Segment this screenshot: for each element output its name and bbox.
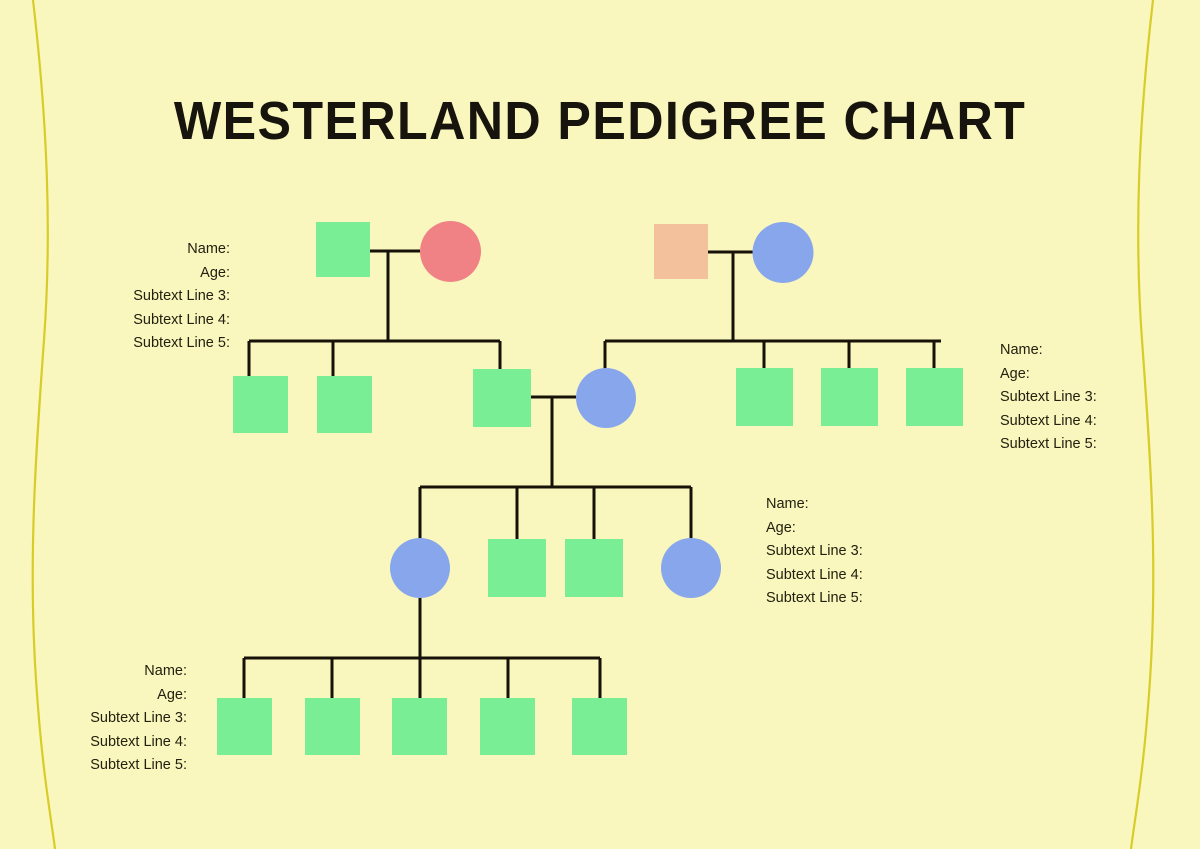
node-g2-c-square[interactable]: [473, 369, 531, 427]
label-block-middle: Name: Age: Subtext Line 3: Subtext Line …: [766, 493, 966, 611]
page-title: WESTERLAND PEDIGREE CHART: [173, 91, 1027, 151]
node-g1-b-circle[interactable]: [420, 221, 481, 282]
label-block-bottom-left: Name: Age: Subtext Line 3: Subtext Line …: [0, 660, 187, 778]
label-block-top-left: Name: Age: Subtext Line 3: Subtext Line …: [30, 238, 230, 356]
label-subtext-5: Subtext Line 5:: [1000, 436, 1097, 452]
label-name: Name:: [1000, 342, 1043, 358]
node-g1-d-circle[interactable]: [752, 222, 814, 283]
label-age: Age:: [157, 686, 187, 703]
label-subtext-4: Subtext Line 4:: [133, 311, 230, 328]
label-subtext-4: Subtext Line 4:: [766, 566, 863, 583]
node-g4-b-square[interactable]: [305, 698, 360, 755]
label-block-right: Name: Age: Subtext Line 3: Subtext Line …: [1000, 339, 1200, 457]
label-name: Name:: [766, 496, 809, 512]
node-g3-c-square[interactable]: [565, 539, 623, 597]
label-subtext-4: Subtext Line 4:: [90, 733, 187, 750]
node-g1-a-square[interactable]: [316, 222, 370, 277]
label-name: Name:: [187, 241, 230, 257]
connector-lines: [242, 249, 941, 698]
label-subtext-5: Subtext Line 5:: [766, 590, 863, 606]
label-age: Age:: [200, 264, 230, 281]
label-subtext-3: Subtext Line 3:: [1000, 389, 1097, 405]
label-name: Name:: [144, 663, 187, 679]
label-subtext-3: Subtext Line 3:: [766, 543, 863, 559]
node-g2-f-square[interactable]: [821, 368, 878, 426]
node-g3-a-circle[interactable]: [390, 538, 450, 598]
node-g4-a-square[interactable]: [217, 698, 272, 755]
node-g4-c-square[interactable]: [392, 698, 447, 755]
node-g1-c-square[interactable]: [654, 224, 708, 279]
node-g2-b-square[interactable]: [317, 376, 372, 433]
label-subtext-3: Subtext Line 3:: [90, 710, 187, 726]
label-subtext-3: Subtext Line 3:: [133, 288, 230, 304]
node-g2-g-square[interactable]: [906, 368, 963, 426]
node-g3-d-circle[interactable]: [661, 538, 721, 598]
label-age: Age:: [1000, 365, 1030, 382]
node-g2-d-circle[interactable]: [576, 368, 636, 428]
label-subtext-4: Subtext Line 4:: [1000, 412, 1097, 429]
node-g4-d-square[interactable]: [480, 698, 535, 755]
label-subtext-5: Subtext Line 5:: [133, 335, 230, 351]
node-g2-e-square[interactable]: [736, 368, 793, 426]
label-age: Age:: [766, 519, 796, 536]
node-g2-a-square[interactable]: [233, 376, 288, 433]
pedigree-nodes: [217, 221, 963, 755]
node-g3-b-square[interactable]: [488, 539, 546, 597]
node-g4-e-square[interactable]: [572, 698, 627, 755]
label-subtext-5: Subtext Line 5:: [90, 757, 187, 773]
